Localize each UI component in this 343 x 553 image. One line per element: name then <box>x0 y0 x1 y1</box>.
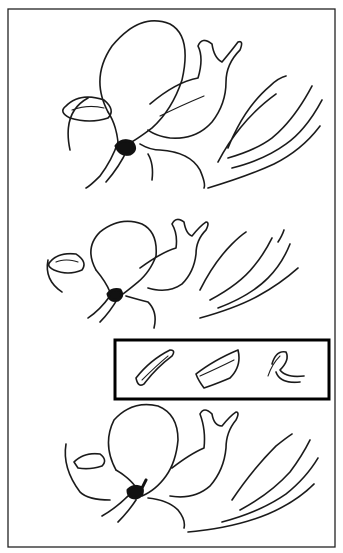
mid-tick <box>278 230 284 242</box>
mid-side-oval-inner <box>56 260 78 262</box>
anatomy-sketch-top <box>63 21 322 188</box>
bottom-arrow-shaft <box>142 480 146 488</box>
uterus-inner <box>160 96 204 116</box>
bottom-left-arc <box>65 444 110 500</box>
mid-vaginal-1 <box>126 296 155 328</box>
anatomy-sketch-bottom <box>65 405 318 532</box>
mid-sling-ring <box>108 290 122 301</box>
bottom-urethra-1 <box>102 496 128 516</box>
sling-ring <box>116 141 135 155</box>
left-arc <box>68 98 88 150</box>
mid-bladder-outline <box>91 221 156 296</box>
mid-side-oval <box>49 254 84 273</box>
urethra-line-1 <box>86 142 118 188</box>
bottom-rectum-curve-1 <box>232 434 292 500</box>
bottom-uterus-outline <box>170 410 238 497</box>
vaginal-line-2 <box>148 154 153 180</box>
anatomy-sketch-middle <box>47 219 298 328</box>
bottom-sling-ring <box>128 486 142 498</box>
bottom-vaginal-1 <box>148 498 184 528</box>
mid-sacrum-curve-1 <box>210 238 272 300</box>
inset-frame <box>115 340 329 399</box>
instrument-inset <box>115 340 329 399</box>
bladder-outline <box>100 21 185 144</box>
vaginal-line-1 <box>140 144 205 188</box>
rectum-curve-1 <box>228 76 286 148</box>
bottom-sacrum-curve-3 <box>188 484 314 532</box>
mid-bladder-neck <box>96 270 110 292</box>
uterus-outline <box>148 40 242 138</box>
bottom-side-oval <box>74 454 105 469</box>
